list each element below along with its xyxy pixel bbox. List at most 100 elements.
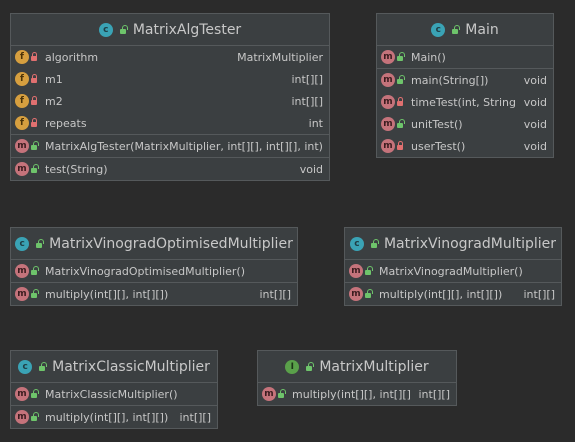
methods-section: m multiply(int[][], int[][]) int[][]: [11, 283, 297, 305]
constructor-name: MatrixClassicMultiplier(): [45, 387, 178, 401]
field-icon: f: [15, 94, 29, 108]
public-icon: [119, 24, 128, 35]
public-icon: [38, 361, 48, 372]
public-icon: [305, 361, 315, 372]
public-icon: [30, 389, 39, 399]
method-icon: m: [15, 287, 29, 301]
class-header: c Main: [377, 14, 553, 46]
constructor-name: MatrixVinogradMultiplier(): [379, 264, 523, 278]
method-icon: m: [381, 50, 395, 64]
interface-icon: I: [285, 359, 300, 374]
method-row[interactable]: m unitTest() void: [377, 113, 553, 135]
public-icon: [30, 412, 39, 422]
fields-section: f algorithm MatrixMultiplier f m1 int[][…: [11, 46, 329, 135]
method-name: timeTest(int, String): [411, 95, 516, 109]
class-box-vinograd-optimised[interactable]: c MatrixVinogradOptimisedMultiplier m Ma…: [10, 227, 298, 306]
class-name: MatrixAlgTester: [132, 21, 242, 38]
method-return-type: void: [523, 117, 547, 131]
method-row[interactable]: m main(String[]) void: [377, 69, 553, 91]
class-name: Main: [465, 21, 499, 38]
method-row[interactable]: m multiply(int[][], int[][]) int[][]: [11, 283, 297, 305]
public-icon: [30, 289, 39, 299]
constructor-name: MatrixAlgTester(MatrixMultiplier, int[][…: [45, 139, 323, 153]
field-name: repeats: [45, 116, 87, 130]
methods-section: m main(String[]) void m timeTest(int, St…: [377, 69, 553, 157]
method-row[interactable]: m multiply(int[][], int[][]) int[][]: [11, 406, 217, 428]
method-name: test(String): [45, 162, 108, 176]
constructors-section: m MatrixAlgTester(MatrixMultiplier, int[…: [11, 135, 329, 158]
class-name: MatrixVinogradOptimisedMultiplier: [49, 235, 293, 252]
constructor-row[interactable]: m MatrixAlgTester(MatrixMultiplier, int[…: [11, 135, 329, 157]
public-icon: [30, 164, 39, 174]
static-method-icon: m: [381, 117, 395, 131]
method-name: unitTest(): [411, 117, 463, 131]
class-header: c MatrixVinogradOptimisedMultiplier: [11, 228, 297, 260]
field-row[interactable]: f algorithm MatrixMultiplier: [11, 46, 329, 68]
method-name: multiply(int[][], int[][]): [45, 410, 169, 424]
method-return-type: void: [299, 162, 323, 176]
class-icon: c: [15, 236, 30, 251]
method-row[interactable]: m userTest() void: [377, 135, 553, 157]
constructor-name: MatrixVinogradOptimisedMultiplier(): [45, 264, 246, 278]
class-icon: c: [18, 359, 33, 374]
class-box-matrix-alg-tester[interactable]: c MatrixAlgTester f algorithm MatrixMult…: [10, 13, 330, 181]
field-row[interactable]: f repeats int: [11, 112, 329, 134]
field-row[interactable]: f m2 int[][]: [11, 90, 329, 112]
class-icon: c: [349, 236, 364, 251]
method-return-type: void: [523, 139, 547, 153]
private-icon: [30, 74, 39, 84]
method-icon: m: [349, 287, 363, 301]
constructors-section: m Main(): [377, 46, 553, 69]
public-icon: [30, 141, 39, 151]
public-icon: [277, 389, 286, 399]
field-name: algorithm: [45, 50, 99, 64]
method-name: multiply(int[][], int[][]): [379, 287, 503, 301]
private-icon: [30, 96, 39, 106]
method-icon: m: [349, 264, 363, 278]
class-name: MatrixVinogradMultiplier: [383, 235, 557, 252]
method-name: main(String[]): [411, 73, 489, 87]
method-return-type: int[][]: [418, 387, 450, 401]
method-name: multiply(int[][], int[][]): [292, 387, 411, 401]
field-icon: f: [15, 116, 29, 130]
constructor-row[interactable]: m MatrixVinogradOptimisedMultiplier(): [11, 260, 297, 282]
method-icon: m: [15, 410, 29, 424]
method-row[interactable]: m test(String) void: [11, 158, 329, 180]
method-row[interactable]: m multiply(int[][], int[][]) int[][]: [258, 383, 456, 405]
method-name: userTest(): [411, 139, 466, 153]
public-icon: [396, 119, 405, 129]
class-box-vinograd[interactable]: c MatrixVinogradMultiplier m MatrixVinog…: [344, 227, 562, 306]
field-type: int: [308, 116, 323, 130]
constructor-row[interactable]: m Main(): [377, 46, 553, 68]
interface-box-matrix-multiplier[interactable]: I MatrixMultiplier m multiply(int[][], i…: [257, 350, 457, 406]
methods-section: m multiply(int[][], int[][]) int[][]: [345, 283, 561, 305]
constructor-row[interactable]: m MatrixVinogradMultiplier(): [345, 260, 561, 282]
abstract-method-icon: m: [262, 387, 276, 401]
static-method-icon: m: [381, 73, 395, 87]
constructors-section: m MatrixVinogradMultiplier(): [345, 260, 561, 283]
class-box-classic[interactable]: c MatrixClassicMultiplier m MatrixClassi…: [10, 350, 218, 429]
private-icon: [30, 52, 39, 62]
class-box-main[interactable]: c Main m Main() m main(String[]) void m …: [376, 13, 554, 158]
public-icon: [396, 52, 405, 62]
method-icon: m: [15, 264, 29, 278]
public-icon: [30, 266, 39, 276]
field-name: m2: [45, 94, 63, 108]
constructor-row[interactable]: m MatrixClassicMultiplier(): [11, 383, 217, 405]
method-row[interactable]: m multiply(int[][], int[][]) int[][]: [345, 283, 561, 305]
public-icon: [396, 75, 405, 85]
method-row[interactable]: m timeTest(int, String) void: [377, 91, 553, 113]
method-icon: m: [15, 139, 29, 153]
method-return-type: int[][]: [523, 287, 555, 301]
static-method-icon: m: [381, 95, 395, 109]
field-row[interactable]: f m1 int[][]: [11, 68, 329, 90]
class-icon: c: [431, 22, 446, 37]
method-return-type: int[][]: [259, 287, 291, 301]
public-icon: [451, 24, 461, 35]
constructors-section: m MatrixClassicMultiplier(): [11, 383, 217, 406]
private-icon: [30, 118, 39, 128]
class-header: c MatrixClassicMultiplier: [11, 351, 217, 383]
field-icon: f: [15, 72, 29, 86]
private-icon: [396, 141, 405, 151]
method-icon: m: [15, 387, 29, 401]
